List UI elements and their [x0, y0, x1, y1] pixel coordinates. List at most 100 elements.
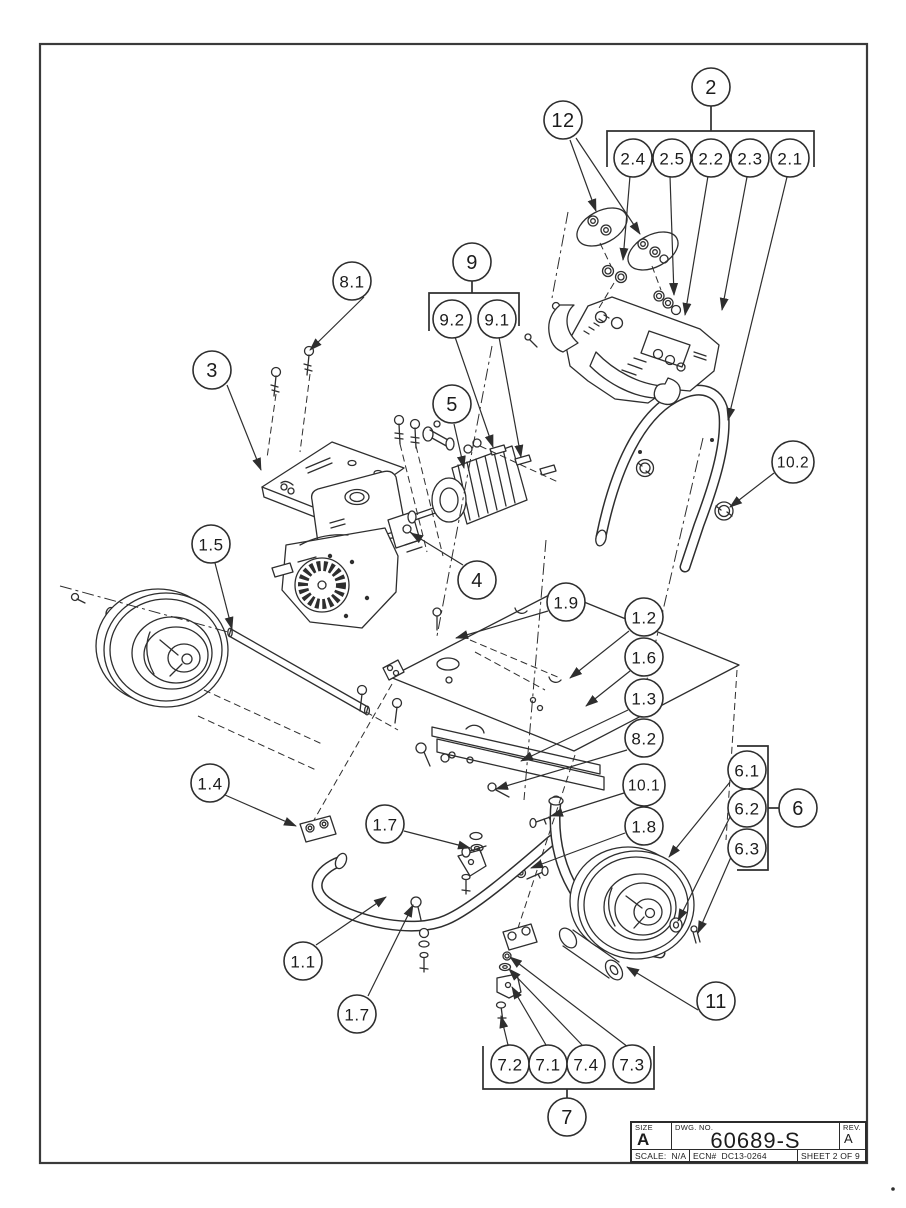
svg-text:9: 9 — [466, 252, 478, 274]
svg-text:1.5: 1.5 — [198, 536, 223, 555]
rev-cell: REV. A — [840, 1123, 865, 1149]
svg-text:1.2: 1.2 — [631, 609, 656, 628]
wheel-cotter-pin — [690, 925, 701, 944]
balloon-1-5: 1.5 — [191, 524, 231, 564]
svg-text:2.5: 2.5 — [659, 150, 684, 169]
balloon-1-7: 1.7 — [337, 994, 377, 1034]
size-label: SIZE — [635, 1123, 653, 1132]
balloon-7-4: 7.4 — [566, 1044, 606, 1084]
svg-text:6.1: 6.1 — [734, 762, 759, 781]
control-panel — [565, 296, 720, 404]
balloon-7-1: 7.1 — [528, 1044, 568, 1084]
frame-washer-stack — [418, 927, 430, 973]
svg-text:6.2: 6.2 — [734, 800, 759, 819]
balloon-7-2: 7.2 — [490, 1044, 530, 1084]
svg-text:7: 7 — [561, 1107, 573, 1129]
balloon-2-1: 2.1 — [770, 138, 810, 178]
left-wheel — [95, 588, 229, 708]
balloon-6: 6 — [778, 788, 818, 828]
svg-text:2.3: 2.3 — [737, 150, 762, 169]
group-7-bracket — [482, 1046, 655, 1098]
ecn-cell: ECN# DC13-0264 — [690, 1150, 798, 1162]
sheet-border — [38, 42, 869, 1165]
balloon-3: 3 — [192, 350, 232, 390]
balloon-1-4: 1.4 — [190, 763, 230, 803]
svg-text:1.4: 1.4 — [197, 775, 222, 794]
balloon-2-2: 2.2 — [691, 138, 731, 178]
dwg-no-label: DWG. NO. — [675, 1123, 714, 1132]
scale-value: N/A — [671, 1151, 687, 1161]
svg-text:1.6: 1.6 — [631, 649, 656, 668]
svg-text:1.1: 1.1 — [290, 953, 315, 972]
group-brackets — [428, 106, 815, 1098]
dwg-no-cell: DWG. NO. 60689-S — [672, 1123, 840, 1149]
title-block-row-1: SIZE A DWG. NO. 60689-S REV. A — [632, 1123, 865, 1150]
axle-rod — [227, 627, 371, 716]
stray-dot — [891, 1187, 895, 1191]
axle-clamp-1-4 — [299, 815, 337, 843]
rev-value: A — [844, 1131, 853, 1146]
balloon-5: 5 — [432, 384, 472, 424]
dwg-no-value: 60689-S — [710, 1128, 801, 1150]
svg-text:3: 3 — [206, 360, 218, 382]
title-block: SIZE A DWG. NO. 60689-S REV. A SCALE: N/… — [630, 1121, 867, 1163]
balloon-2-3: 2.3 — [730, 138, 770, 178]
balloon-11: 11 — [696, 981, 736, 1021]
svg-text:2.1: 2.1 — [777, 150, 802, 169]
balloon-2-4: 2.4 — [613, 138, 653, 178]
panel-nut-cluster — [653, 290, 682, 316]
lower-frame-tube — [311, 834, 558, 932]
sheet-cell: SHEET 2 OF 9 — [798, 1150, 865, 1162]
svg-text:10.1: 10.1 — [628, 778, 660, 795]
svg-text:6: 6 — [792, 798, 804, 820]
scale-label: SCALE: — [635, 1151, 667, 1161]
cross-channel — [431, 724, 605, 791]
svg-text:1.7: 1.7 — [372, 816, 397, 835]
svg-text:1.7: 1.7 — [344, 1006, 369, 1025]
balloon-10-1: 10.1 — [622, 763, 666, 807]
group-2-bracket — [606, 106, 815, 167]
svg-text:1.9: 1.9 — [553, 594, 578, 613]
balloon-6-2: 6.2 — [727, 788, 767, 828]
balloon-12: 12 — [543, 100, 583, 140]
balloon-1-2: 1.2 — [624, 597, 664, 637]
balloon-8-2: 8.2 — [624, 718, 664, 758]
frame-clamp — [502, 923, 538, 951]
wheel-washer — [669, 917, 683, 933]
svg-text:2.4: 2.4 — [620, 150, 645, 169]
group-9-bracket — [428, 281, 520, 331]
balloon-2: 2 — [691, 67, 731, 107]
panel-left-bracket — [548, 304, 579, 353]
svg-text:7.2: 7.2 — [497, 1056, 522, 1075]
rev-label: REV. — [843, 1123, 862, 1132]
recoil-starter — [294, 557, 350, 613]
balloon-1-6: 1.6 — [624, 637, 664, 677]
balloon-2-5: 2.5 — [652, 138, 692, 178]
ecn-value: DC13-0264 — [721, 1151, 767, 1161]
balloon-7-3: 7.3 — [612, 1044, 652, 1084]
svg-text:9.2: 9.2 — [439, 311, 464, 330]
right-wheel — [569, 846, 695, 960]
svg-text:7.3: 7.3 — [619, 1056, 644, 1075]
handle-knob — [635, 458, 655, 478]
svg-text:10.2: 10.2 — [777, 455, 809, 472]
balloon-1-9: 1.9 — [546, 582, 586, 622]
balloon-7: 7 — [547, 1097, 587, 1137]
scale-cell: SCALE: N/A — [632, 1150, 690, 1162]
balloon-6-1: 6.1 — [727, 750, 767, 790]
size-value: A — [637, 1130, 650, 1149]
ecn-label: ECN# — [693, 1151, 717, 1161]
panel-nut-pair — [601, 264, 628, 284]
svg-text:8.2: 8.2 — [631, 730, 656, 749]
upper-handle-tube — [595, 384, 730, 573]
hardware-oval-1 — [576, 207, 628, 247]
balloon-8-1: 8.1 — [332, 261, 372, 301]
handle-nut-10-2 — [714, 501, 734, 521]
balloon-1-3: 1.3 — [624, 678, 664, 718]
svg-text:7.4: 7.4 — [573, 1056, 598, 1075]
svg-text:12: 12 — [551, 110, 574, 132]
svg-text:11: 11 — [705, 991, 727, 1013]
